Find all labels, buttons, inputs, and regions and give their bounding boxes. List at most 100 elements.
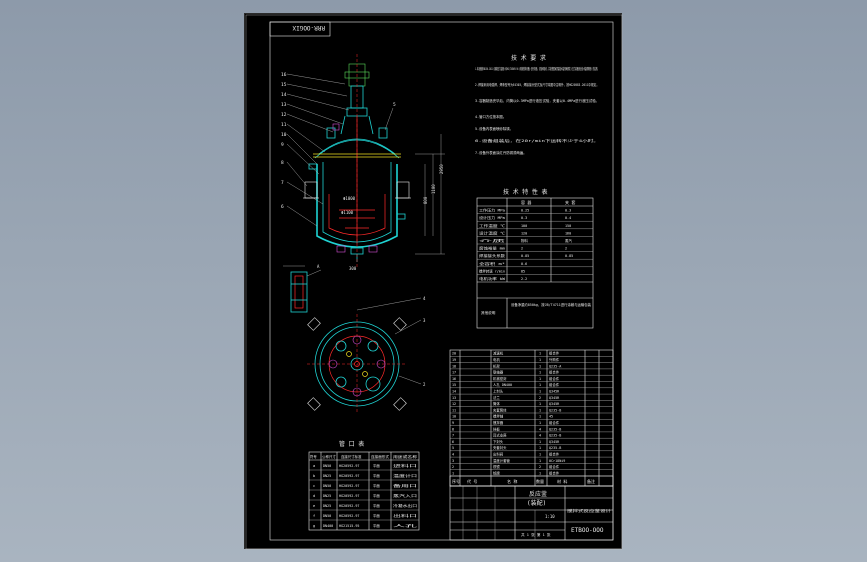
part-name: 筒体 [493,401,500,406]
part-qty: 1 [539,377,541,381]
part-material: 45 [549,415,553,419]
svg-text:7.设备外表面涂红丹防锈漆两遍。: 7.设备外表面涂红丹防锈漆两遍。 [475,150,527,155]
svg-text:5: 5 [393,102,396,108]
svg-text:15: 15 [281,82,287,88]
svg-text:13: 13 [281,102,287,108]
part-qty: 1 [539,390,541,394]
svg-text:2.焊接采用电弧焊，焊条型号为E4303，焊接接头型式及尺寸: 2.焊接采用电弧焊，焊条型号为E4303，焊接接头型式及尺寸除图中注明外，按HG… [475,82,599,87]
nozzle-standard: HG20592-97 [339,494,359,498]
part-material: 组合件 [549,370,560,375]
part-number: 10 [452,415,456,419]
svg-text:6: 6 [281,204,284,210]
part-material: 组合件 [549,382,560,387]
part-name: 铭牌 [493,470,500,475]
nozzle-purpose: 冷凝水出口 [393,503,417,508]
part-material: 组合件 [549,452,560,457]
tech-row-label: 工作压力 MPa [479,208,505,213]
tech-row-vessel: 0.25 [521,209,529,213]
part-material: 0Cr18Ni9 [549,459,565,463]
stamp-text: RRR-OOGIX [292,24,325,31]
nozzle-symbol: b [313,474,315,478]
svg-text:备注: 备注 [587,478,595,484]
svg-text:公称尺寸: 公称尺寸 [322,454,337,459]
part-material: 组合件 [549,376,560,381]
part-qty: 1 [539,415,541,419]
svg-text:1:10: 1:10 [545,514,555,519]
callout-labels: 16 15 14 13 12 11 10 9 8 7 6 5 [281,72,396,210]
nozzle-face: 平面 [373,473,380,478]
tech-row-label: 全容积 m³ [479,261,505,266]
part-material: Q345R [549,390,560,394]
nozzle-size: DN25 [323,494,331,498]
nozzle-size: DN50 [323,464,331,468]
svg-text:Φ1000: Φ1000 [343,196,356,201]
svg-text:设备净重约850kg，按JB/T4711进行涂敷与运输包装: 设备净重约850kg，按JB/T4711进行涂敷与运输包装 [511,302,592,307]
outer-frame [245,14,623,550]
svg-text:反应釜: 反应釜 [529,490,547,498]
svg-text:共 1 张 第 1 张: 共 1 张 第 1 张 [521,532,551,537]
part-material: Q235-B [549,446,561,450]
nozzle-face: 平面 [373,493,380,498]
part-number: 4 [452,453,454,457]
tech-row-vessel: 85 [521,269,525,273]
part-number: 17 [452,371,456,375]
part-number: 20 [452,352,456,356]
svg-text:8: 8 [281,160,284,166]
lug-left [304,181,318,199]
part-qty: 1 [539,364,541,368]
part-qty: 4 [539,434,541,438]
nozzle-purpose: 备用口 [393,483,417,488]
nozzle-symbol: d [313,494,315,498]
nozzle-purpose: 出料口 [393,513,417,518]
lug-right [396,181,410,199]
part-material: Q345R [549,440,560,444]
tech-row-jacket: 蒸汽 [565,238,572,243]
svg-text:1.本设备按GB150-2011《钢制压力容器》和HG/T2: 1.本设备按GB150-2011《钢制压力容器》和HG/T20569-94《机械… [475,66,599,71]
tech-row-vessel: 2 [521,247,523,251]
detail-view: A [283,264,322,313]
dimension-labels: 2950 1100 800 Φ1000 Φ1100 300 [341,164,444,271]
part-number: 1 [452,471,454,475]
svg-text:5.设备内表面喷砂除锈。: 5.设备内表面喷砂除锈。 [475,126,513,131]
svg-text:3: 3 [423,318,426,323]
svg-text:数量: 数量 [536,478,544,484]
drawing-sheet: RRR-OOGIX [244,13,623,550]
nozzle-face: 平面 [373,463,380,468]
tech-row-vessel: 物料 [521,238,528,243]
part-qty: 1 [539,408,541,412]
tech-row-vessel: 0.85 [521,254,529,258]
svg-text:序号: 序号 [452,478,460,484]
part-material: Q345R [549,396,560,400]
part-material: 组合件 [549,470,560,475]
part-name: 挡板 [493,426,500,431]
svg-text:管 口 表: 管 口 表 [339,440,364,448]
tech-row-vessel: 120 [521,231,527,235]
part-number: 14 [452,390,456,394]
svg-text:10: 10 [281,132,287,138]
nozzle-symbol: e [313,504,315,508]
part-qty: 1 [539,459,541,463]
part-qty: 1 [539,453,541,457]
tech-row-jacket: 150 [565,224,571,228]
part-qty: 1 [539,352,541,356]
part-material: 组合件 [549,464,560,469]
part-number: 11 [452,408,456,412]
part-material: Q235-B [549,427,561,431]
part-name: 电机 [493,357,500,362]
tech-row-label: 介质 [479,238,508,243]
part-name: 搅拌器 [493,420,504,425]
svg-text:7: 7 [281,180,284,186]
svg-text:11: 11 [281,122,287,128]
tech-row-vessel: 2.2 [521,277,527,281]
part-qty: 1 [539,446,541,450]
title-block: 反应釜 (装配) 搅拌式反应釜设计 共 1 张 第 1 张 1:10 ETBOO… [449,485,614,541]
part-name: 上封头 [493,389,504,394]
nozzle-purpose: 蒸汽入口 [393,493,417,498]
svg-text:4.管口方位按本图。: 4.管口方位按本图。 [475,114,506,119]
part-name: 搅拌轴 [493,414,504,419]
svg-text:名 称: 名 称 [507,478,517,484]
svg-text:800: 800 [423,196,428,204]
part-qty: 2 [539,465,541,469]
part-number: 5 [452,446,454,450]
